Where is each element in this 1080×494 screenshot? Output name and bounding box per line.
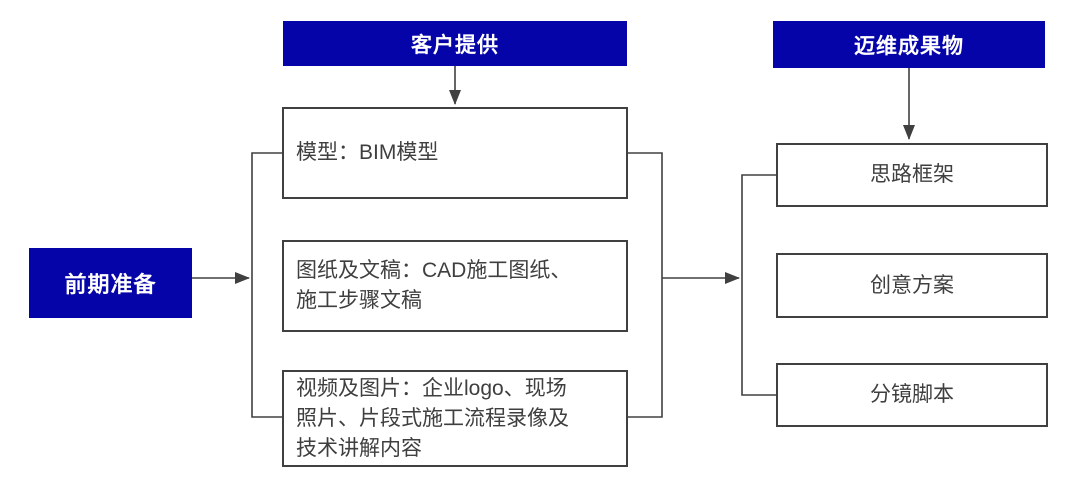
bracket-client-right [628,152,663,418]
node-client-provides-header: 客户提供 [283,21,627,66]
node-drawings-documents-label: 图纸及文稿：CAD施工图纸、施工步骤文稿 [296,259,572,312]
bracket-client-left [251,152,282,418]
bracket-deliverables-left [741,174,776,396]
node-creative-plan-label: 创意方案 [870,273,954,297]
node-video-images-label: 视频及图片：企业logo、现场照片、片段式施工流程录像及技术讲解内容 [296,376,569,460]
node-idea-framework-label: 思路框架 [870,163,954,186]
node-storyboard-script: 分镜脚本 [776,363,1048,427]
node-idea-framework: 思路框架 [776,143,1048,207]
node-model-bim-label: 模型：BIM模型 [296,141,439,164]
node-model-bim: 模型：BIM模型 [282,107,628,199]
node-maiwei-deliverables-header-label: 迈维成果物 [854,34,964,58]
node-drawings-documents: 图纸及文稿：CAD施工图纸、施工步骤文稿 [282,240,628,332]
node-client-provides-header-label: 客户提供 [411,33,499,57]
node-video-images: 视频及图片：企业logo、现场照片、片段式施工流程录像及技术讲解内容 [282,370,628,467]
node-maiwei-deliverables-header: 迈维成果物 [773,21,1045,68]
node-preliminary-preparation: 前期准备 [29,248,192,318]
node-preliminary-preparation-label: 前期准备 [64,272,157,297]
node-creative-plan: 创意方案 [776,253,1048,318]
node-storyboard-script-label: 分镜脚本 [870,383,954,406]
